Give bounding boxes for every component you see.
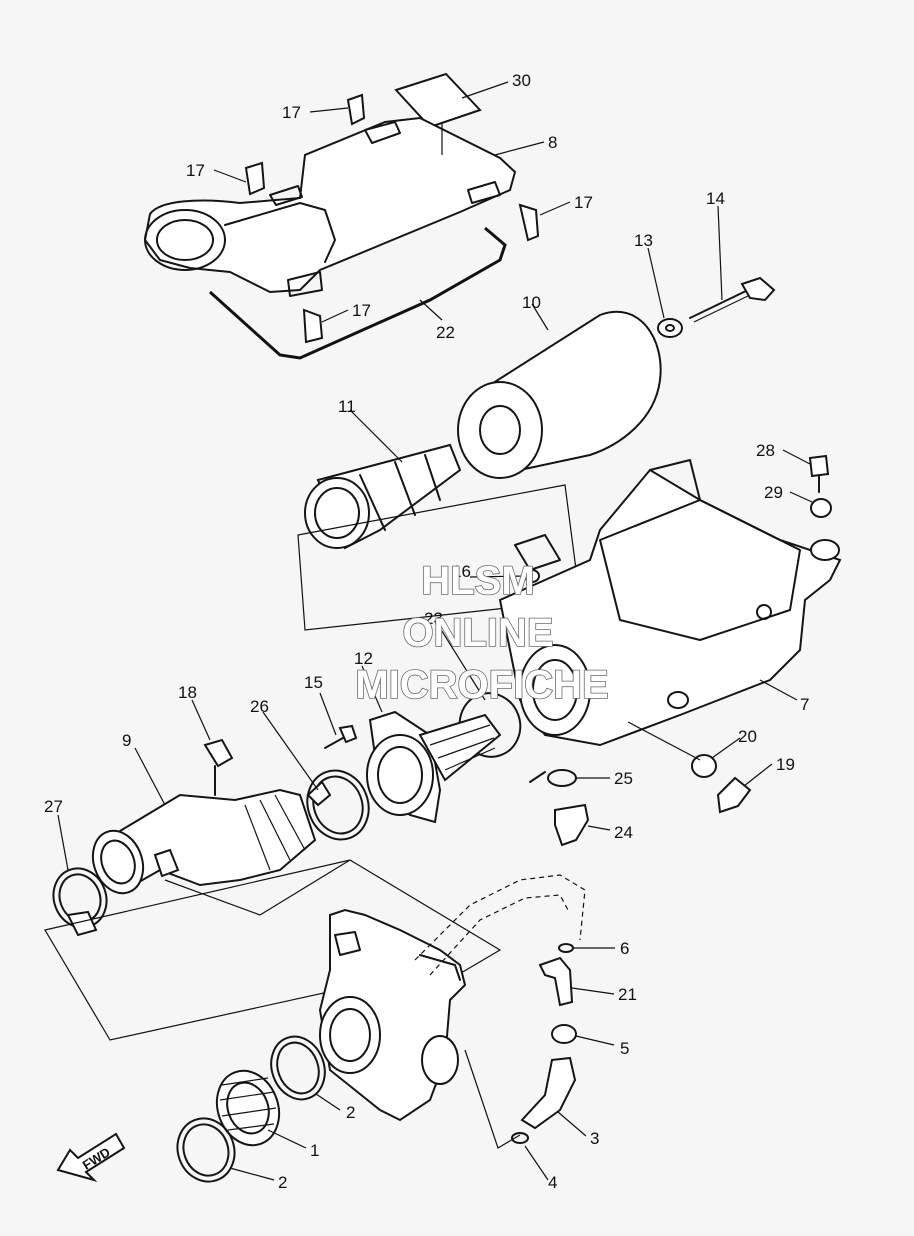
part-11-filter-guide: [304, 443, 462, 550]
callout-11: 11: [338, 397, 356, 416]
callout-1: 1: [310, 1141, 319, 1160]
callout-30: 30: [512, 71, 531, 90]
callout-26: 26: [250, 697, 269, 716]
part-5-clamp: [551, 1024, 577, 1044]
part-28-bolt: [808, 454, 830, 493]
part-26-clamp: [306, 769, 370, 841]
fwd-arrow-icon: FWD: [56, 1132, 126, 1182]
callout-22: 22: [436, 323, 455, 342]
callout-20: 20: [738, 727, 757, 746]
callout-23: 23: [424, 609, 443, 628]
part-15-bolt: [324, 724, 358, 749]
callout-16: 16: [452, 562, 471, 581]
throttle-leader-outline: [464, 1049, 521, 1149]
callout-29: 29: [764, 483, 783, 502]
part-24-drain-cap: [554, 803, 590, 847]
part-2-clamp: [270, 1035, 326, 1101]
hose-routing-outline-2: [429, 894, 569, 976]
callout-17: 17: [352, 301, 371, 320]
part-12-joint: [366, 710, 502, 824]
callout-24: 24: [614, 823, 633, 842]
callout-17: 17: [574, 193, 593, 212]
callout-10: 10: [522, 293, 541, 312]
callout-14: 14: [706, 189, 725, 208]
watermark-line-2: ONLINE: [402, 611, 553, 655]
callout-19: 19: [776, 755, 795, 774]
part-6-clip: [558, 943, 574, 953]
callout-25: 25: [614, 769, 633, 788]
part-25-clip: [529, 769, 577, 787]
callout-21: 21: [618, 985, 637, 1004]
part-7-airbox: [498, 459, 842, 747]
callout-17: 17: [282, 103, 301, 122]
part-13-washer: [657, 318, 683, 338]
callout-7: 7: [800, 695, 809, 714]
callout-18: 18: [178, 683, 197, 702]
part-10-filter-element: [457, 310, 662, 479]
callout-2: 2: [346, 1103, 355, 1122]
part-19-fitting: [716, 776, 752, 814]
callout-12: 12: [354, 649, 373, 668]
part-1-joint: [215, 1069, 281, 1147]
callout-3: 3: [590, 1129, 599, 1148]
part-20-grommet: [691, 754, 717, 778]
watermark-line-1: HLSM: [421, 559, 534, 603]
leader-lines: [57, 81, 813, 1181]
part-22-seal: [208, 226, 507, 360]
part-4-clip: [511, 1132, 529, 1144]
part-8-airbox-cover: [143, 116, 517, 297]
callout-9: 9: [122, 731, 131, 750]
callout-13: 13: [634, 231, 653, 250]
hose-routing-outline: [414, 874, 586, 961]
part-30-label-sticker: [394, 72, 482, 129]
callout-15: 15: [304, 673, 323, 692]
watermark: HLSM ONLINE MICROFICHE: [355, 558, 610, 708]
part-3-hose: [520, 1056, 577, 1130]
callout-28: 28: [756, 441, 775, 460]
group-outline-duct: [164, 859, 351, 916]
callout-4: 4: [548, 1173, 557, 1192]
callout-2: 2: [278, 1173, 287, 1192]
callout-8: 8: [548, 133, 557, 152]
part-9-intake-duct: [91, 788, 317, 895]
callout-27: 27: [44, 797, 63, 816]
part-17-clip: [244, 93, 540, 344]
callout-6: 6: [620, 939, 629, 958]
part-29-collar: [810, 498, 832, 518]
callout-17: 17: [186, 161, 205, 180]
part-2-clamp-lower: [176, 1117, 236, 1183]
throttle-body: [318, 908, 467, 1122]
part-14-bolt: [689, 276, 776, 323]
callout-labels: 30 8 17 17 17 17 14 13 10 22 11 28 29 16…: [44, 71, 809, 1192]
part-21-joint: [538, 956, 574, 1007]
callout-5: 5: [620, 1039, 629, 1058]
watermark-line-3: MICROFICHE: [355, 663, 608, 707]
